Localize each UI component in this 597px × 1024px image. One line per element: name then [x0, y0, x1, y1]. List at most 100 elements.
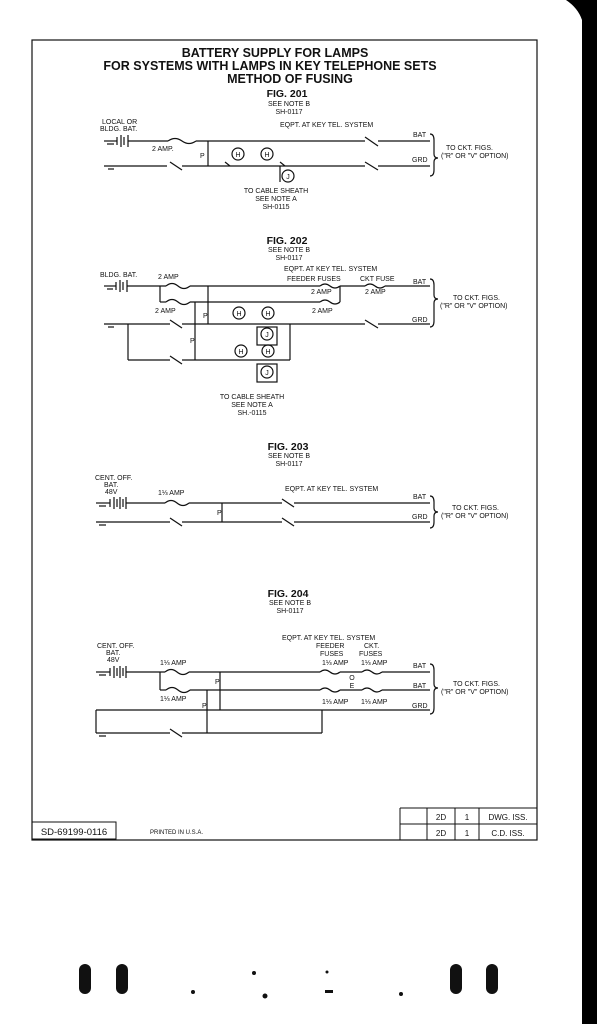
fig204-cktfuse-2: FUSES: [359, 651, 383, 658]
fig201-ckt-option: ("R" OR "V" OPTION): [441, 153, 509, 160]
issue-row1-issue: 2D: [436, 813, 446, 822]
fig202-bat-label: BAT: [413, 279, 427, 286]
fig203-eqpt-label: EQPT. AT KEY TEL. SYSTEM: [285, 486, 378, 493]
fig204-feeder-1: FEEDER: [316, 643, 344, 650]
fig202-note: SEE NOTE B: [268, 247, 310, 254]
fig204-fuse-b: 1⅓ AMP: [160, 696, 187, 703]
speck: [399, 992, 403, 996]
fig204-e: E: [350, 683, 355, 690]
speck: [262, 993, 268, 999]
fig201-h-left: H: [235, 152, 240, 159]
fig203-sheet: SH-0117: [275, 461, 302, 468]
title-line-3: METHOD OF FUSING: [227, 72, 353, 86]
issue-row2-issue: 2D: [436, 829, 446, 838]
fig201-eqpt-label: EQPT. AT KEY TEL. SYSTEM: [280, 122, 373, 129]
fig204-fuse-f: 1⅓ AMP: [361, 699, 388, 706]
title-block: BATTERY SUPPLY FOR LAMPS FOR SYSTEMS WIT…: [103, 46, 436, 86]
fig202-cktfuse-label: CKT FUSE: [360, 276, 395, 283]
fig204-ckt-option: ("R" OR "V" OPTION): [441, 689, 509, 696]
figure-203: FIG. 203 SEE NOTE B SH-0117 CENT. OFF. B…: [95, 441, 509, 529]
fig204-cktfuse-1: CKT.: [364, 643, 379, 650]
fig202-ckt-option: ("R" OR "V" OPTION): [440, 303, 508, 310]
fig202-j2: J: [265, 370, 269, 377]
fig203-battery-2: BAT.: [104, 482, 118, 489]
printed-label: PRINTED IN U.S.A.: [150, 830, 203, 836]
fig202-battery-label: BLDG. BAT.: [100, 272, 137, 279]
fig201-h-right: H: [264, 152, 269, 159]
fig202-sheath-2: SEE NOTE A: [231, 402, 273, 409]
paper: [0, 0, 582, 1024]
fig204-o: O: [349, 675, 355, 682]
drawing-number-box: [31, 821, 117, 840]
fig201-sheath-1: TO CABLE SHEATH: [244, 188, 308, 195]
fig202-j1: J: [265, 332, 269, 339]
speck: [252, 971, 256, 975]
fig201-j: J: [286, 174, 290, 181]
fig203-ckt-option: ("R" OR "V" OPTION): [441, 513, 509, 520]
fig204-sheet: SH-0117: [276, 608, 303, 615]
fig201-ckt-label: TO CKT. FIGS.: [446, 145, 493, 152]
fig204-title: FIG. 204: [268, 588, 309, 600]
fig202-eqpt-label: EQPT. AT KEY TEL. SYSTEM: [284, 266, 377, 273]
footer: SD-69199-0116 PRINTED IN U.S.A. 2D 1 DWG…: [31, 807, 537, 840]
fig202-title: FIG. 202: [267, 235, 308, 247]
fig202-grd-label: GRD: [412, 317, 428, 324]
fig202-ckt-label: TO CKT. FIGS.: [453, 295, 500, 302]
speck: [191, 990, 195, 994]
fig202-fuse-b: 2 AMP: [155, 308, 176, 315]
fig203-grd-label: GRD: [412, 514, 428, 521]
punch-hole: [116, 964, 128, 994]
title-line-2: FOR SYSTEMS WITH LAMPS IN KEY TELEPHONE …: [103, 59, 436, 73]
fig204-grd-label: GRD: [412, 703, 428, 710]
issue-row1-num: 1: [465, 813, 470, 822]
issue-row2-label: C.D. ISS.: [491, 829, 524, 838]
fig204-eqpt-label: EQPT. AT KEY TEL. SYSTEM: [282, 635, 375, 642]
drawing-number: SD-69199-0116: [41, 827, 107, 838]
fig202-h3: H: [238, 349, 243, 356]
punch-hole: [79, 964, 91, 994]
fig203-ckt-label: TO CKT. FIGS.: [452, 505, 499, 512]
fig204-p2: P: [202, 703, 207, 710]
fig201-battery-label: LOCAL OR: [102, 119, 137, 126]
fig201-sheath-2: SEE NOTE A: [255, 196, 297, 203]
fig202-p2: P: [190, 338, 195, 345]
figure-204: FIG. 204 SEE NOTE B SH-0117 EQPT. AT KEY…: [95, 588, 509, 738]
fig202-h1: H: [236, 311, 241, 318]
speck: [325, 970, 329, 974]
fig204-bat-2: BAT: [413, 683, 427, 690]
fig204-bat-1: BAT: [413, 663, 427, 670]
fig203-title: FIG. 203: [268, 441, 309, 453]
fig202-sheath-1: TO CABLE SHEATH: [220, 394, 284, 401]
fig202-h4: H: [265, 349, 270, 356]
drawing-border: [31, 39, 538, 841]
fig203-fuse: 1⅓ AMP: [158, 490, 185, 497]
fig202-h2: H: [265, 311, 270, 318]
fig204-fuse-e: 1⅓ AMP: [322, 699, 349, 706]
fig201-battery-label-2: BLDG. BAT.: [100, 126, 137, 133]
fig202-fuse-c: 2 AMP: [311, 289, 332, 296]
fig204-p1: P: [215, 679, 220, 686]
fig201-bat-label: BAT: [413, 132, 427, 139]
speck: [325, 990, 333, 993]
issue-row1-label: DWG. ISS.: [488, 813, 527, 822]
fig202-fuse-d: 2 AMP: [365, 289, 386, 296]
fig203-bat-label: BAT: [413, 494, 427, 501]
fig204-fuse-d: 1⅓ AMP: [361, 660, 388, 667]
fig204-feeder-2: FUSES: [320, 651, 344, 658]
title-line-1: BATTERY SUPPLY FOR LAMPS: [182, 46, 369, 60]
fig203-note: SEE NOTE B: [268, 453, 310, 460]
fig204-battery-2: BAT.: [106, 650, 120, 657]
fig201-sheet: SH-0117: [275, 109, 302, 116]
fig203-p: P: [217, 510, 222, 517]
fig201-grd-label: GRD: [412, 157, 428, 164]
fig204-battery-3: 48V: [107, 657, 120, 664]
fig201-note: SEE NOTE B: [268, 101, 310, 108]
fig202-p1: P: [203, 313, 208, 320]
punch-holes: [79, 964, 498, 999]
issue-row2-num: 1: [465, 829, 470, 838]
figure-201: FIG. 201 SEE NOTE B SH-0117 LOCAL OR BLD…: [100, 88, 509, 211]
fig201-fuse-label: 2 AMP.: [152, 146, 174, 153]
fig204-battery-1: CENT. OFF.: [97, 643, 134, 650]
fig203-battery-1: CENT. OFF.: [95, 475, 132, 482]
